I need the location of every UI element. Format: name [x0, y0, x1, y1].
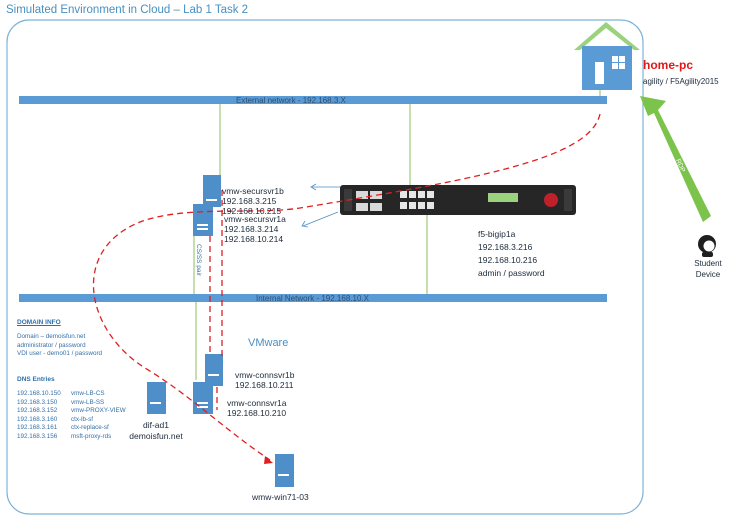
secursvr1b-server-icon: [203, 175, 221, 207]
secursvr1b-ip2: 192.168.10.215: [222, 206, 282, 216]
network-links: [193, 88, 601, 380]
dns-host: ctx-lb-sf: [71, 415, 94, 423]
diagram-title: Simulated Environment in Cloud – Lab 1 T…: [6, 4, 249, 16]
bigip-arrows: [301, 183, 340, 228]
domain-info-lines: Domain – demoisfun.net administrator / p…: [17, 333, 102, 359]
bigip-appliance: [340, 185, 576, 215]
vmware-label: VMware: [248, 337, 289, 349]
win-client-server-icon: [275, 454, 294, 487]
connsvr1b-name: vmw-connsvr1b: [235, 370, 295, 380]
internal-network-bar: [19, 294, 607, 302]
dns-row: 192.168.3.152 vmw-PROXY-VIEW: [17, 407, 126, 416]
secursvr1a-name: vmw-secursvr1a: [224, 214, 286, 224]
traffic-arrowhead: [264, 456, 273, 464]
secursvr1b-label: vmw-secursvr1b 192.168.3.215 192.168.10.…: [222, 186, 284, 216]
bigip-ip1: 192.168.3.216: [478, 242, 533, 252]
bigip-name: f5-bigip1a: [478, 229, 516, 239]
connsvr1a-ip: 192.168.10.210: [227, 408, 287, 418]
dns-block: DNS Entries 192.168.10.150 vmw-LB-CS 192.…: [17, 376, 126, 442]
student-icon: [698, 235, 716, 257]
secursvr1a-ip1: 192.168.3.214: [224, 224, 279, 234]
secursvr1b-ip1: 192.168.3.215: [222, 196, 277, 206]
connsvr1a-label: vmw-connsvr1a 192.168.10.210: [227, 398, 287, 418]
f5-logo-icon: [544, 193, 558, 207]
dns-row: 192.168.3.150 vmw-LB-SS: [17, 399, 126, 408]
dns-row: 192.168.10.150 vmw-LB-CS: [17, 390, 126, 399]
traffic-paths: [92, 113, 601, 461]
ad-domain: demoisfun.net: [129, 431, 183, 441]
bigip-label: f5-bigip1a 192.168.3.216 192.168.10.216 …: [478, 228, 545, 280]
arrow-to-secursvr1a: [302, 211, 339, 227]
arrow-head-1a: [301, 220, 309, 228]
secursvr1a-ip2: 192.168.10.214: [224, 234, 284, 244]
bigip-ip2: 192.168.10.216: [478, 255, 538, 265]
dns-row: 192.168.3.161 ctx-replace-sf: [17, 424, 126, 433]
home-pc-credentials: agility / F5Agility2015: [643, 77, 719, 86]
secursvr1a-server-icon: [193, 204, 213, 236]
connsvr1a-name: vmw-connsvr1a: [227, 398, 287, 408]
connsvr1b-server-icon: [205, 354, 223, 386]
dns-heading: DNS Entries: [17, 376, 55, 383]
domain-info-line: administrator / password: [17, 341, 86, 349]
ad-name: dif-ad1: [143, 420, 169, 430]
dns-ip: 192.168.3.156: [17, 432, 58, 440]
dns-ip: 192.168.3.160: [17, 415, 58, 423]
student-device-label: Student Device: [690, 258, 726, 280]
external-network-label: External network - 192.168.3.X: [236, 96, 346, 105]
dns-ip: 192.168.10.150: [17, 390, 61, 397]
dns-host: vmw-LB-SS: [71, 398, 105, 406]
student-line2: Device: [695, 270, 721, 279]
traffic-path-main: [92, 113, 601, 461]
secursvr1a-label: vmw-secursvr1a 192.168.3.214 192.168.10.…: [224, 214, 286, 244]
dns-ip: 192.168.3.150: [17, 398, 58, 406]
rdp-label: RDP: [674, 158, 686, 173]
domain-info-line: Domain – demoisfun.net: [17, 333, 86, 340]
student-line1: Student: [694, 259, 722, 268]
secursvr1b-name: vmw-secursvr1b: [222, 186, 284, 196]
cloud-boundary: [6, 19, 644, 515]
rdp-arrow: [640, 96, 711, 222]
servers: [147, 175, 294, 487]
dns-host: vmw-PROXY-VIEW: [71, 407, 126, 415]
cs-ss-pair-label: CS/SS pair: [195, 244, 202, 277]
connsvr1b-ip: 192.168.10.211: [235, 380, 294, 390]
home-icon: [574, 22, 640, 90]
dns-table: 192.168.10.150 vmw-LB-CS 192.168.3.150 vmw…: [17, 390, 126, 442]
win-client-name: wmw-win71-03: [252, 492, 309, 502]
dns-ip: 192.168.3.152: [17, 407, 58, 415]
ad-server-icon: [147, 382, 166, 414]
dns-ip: 192.168.3.161: [17, 424, 58, 432]
external-network-bar: [19, 96, 607, 104]
domain-info-line: VDI user - demo01 / password: [17, 350, 103, 358]
arrow-head-1b: [310, 183, 317, 191]
dns-host: msft-proxy-rds: [71, 432, 112, 440]
dns-host: vmw-LB-CS: [71, 390, 105, 397]
bigip-credentials: admin / password: [478, 268, 545, 278]
domain-info-heading: DOMAIN INFO: [17, 319, 61, 326]
connsvr1b-label: vmw-connsvr1b 192.168.10.211: [235, 370, 295, 390]
domain-info-block: DOMAIN INFO Domain – demoisfun.net admin…: [17, 319, 102, 359]
dns-row: 192.168.3.160 ctx-lb-sf: [17, 416, 126, 425]
ad-label: dif-ad1 demoisfun.net: [118, 420, 194, 442]
dns-row: 192.168.3.156 msft-proxy-rds: [17, 433, 126, 442]
home-pc-name: home-pc: [643, 58, 694, 72]
internal-network-label: Internal Network - 192.168.10.X: [256, 294, 369, 303]
dns-host: ctx-replace-sf: [71, 424, 109, 432]
